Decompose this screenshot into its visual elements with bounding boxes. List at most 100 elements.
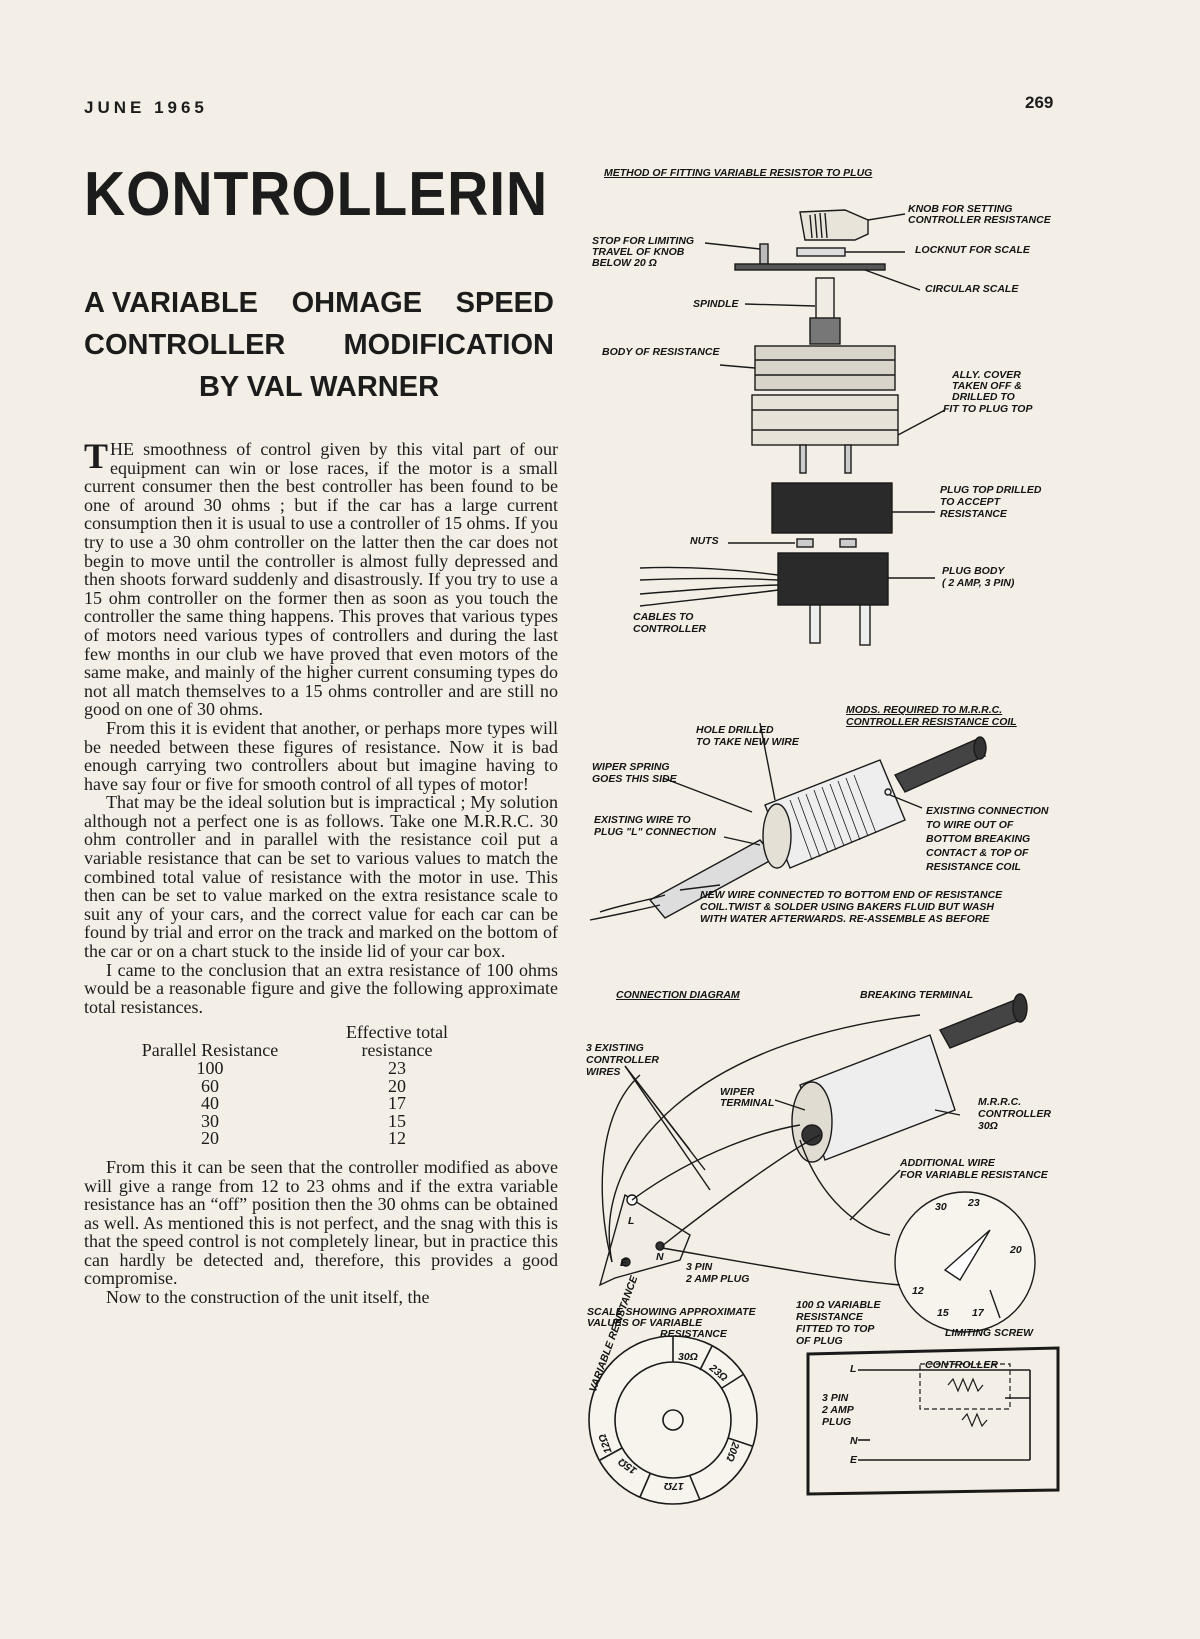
label-stop: BELOW 20 Ω [592, 257, 657, 269]
label-variable-resistance: 100 Ω VARIABLE [796, 1299, 881, 1311]
label-hole: HOLE DRILLED [696, 724, 774, 736]
label-cables: CONTROLLER [633, 623, 706, 635]
label-spindle: SPINDLE [693, 298, 739, 310]
label-new-wire: COIL.TWIST & SOLDER USING BAKERS FLUID B… [700, 901, 994, 913]
header-line: resistance [361, 1040, 433, 1061]
label-limiting-screw: LIMITING SCREW [945, 1327, 1034, 1339]
scale-tick: 20Ω [723, 1440, 742, 1464]
scale-arc-label: VARIABLE RESISTANCE [587, 1274, 641, 1394]
paragraph: From this it can be seen that the contro… [84, 1156, 558, 1289]
label-plug: 3 PIN [686, 1261, 713, 1273]
label-plug-top: RESISTANCE [940, 508, 1007, 520]
label-mrrc-controller: 30Ω [978, 1120, 998, 1132]
label-existing-wire: EXISTING WIRE TO [594, 814, 691, 826]
byline: BY VAL WARNER [198, 371, 440, 403]
label-cover: ALLY. COVER [952, 369, 1021, 381]
schematic-pin: L [850, 1363, 857, 1375]
label-plug-top: PLUG TOP DRILLED [940, 484, 1042, 496]
paragraph-text: HE smoothness of control given by this v… [84, 439, 558, 720]
label-existing-wires: CONTROLLER [586, 1054, 659, 1066]
label-plug-top: TO ACCEPT [940, 496, 1001, 508]
coil-mods-title: CONTROLLER RESISTANCE COIL [846, 716, 1017, 728]
parallel-resistance-cell: 60 [201, 1075, 219, 1096]
schematic-pin: E [850, 1454, 858, 1466]
table-header: Parallel Resistance [141, 1040, 279, 1061]
schematic-controller-label: CONTROLLER [925, 1359, 998, 1371]
coil-mods-title: MODS. REQUIRED TO M.R.R.C. [846, 704, 1003, 716]
scale-title: SCALE SHOWING APPROXIMATE [587, 1306, 756, 1318]
label-circular-scale: CIRCULAR SCALE [925, 283, 1019, 295]
table-row: 60 20 [124, 1075, 498, 1096]
scale-tick: 12Ω [596, 1432, 615, 1456]
label-cover: DRILLED TO [952, 391, 1015, 403]
label-stop: TRAVEL OF KNOB [592, 246, 685, 258]
paragraph: I came to the conclusion that an extra r… [84, 959, 558, 1017]
table-row: 100 23 [124, 1060, 498, 1078]
header-line: Effective total [345, 1022, 449, 1043]
pin-label: E [620, 1257, 628, 1269]
effective-resistance-cell: 12 [388, 1128, 406, 1149]
label-hole: TO TAKE NEW WIRE [696, 736, 799, 748]
label-plug: 2 AMP PLUG [686, 1273, 750, 1285]
label-variable-resistance: FITTED TO TOP [796, 1323, 875, 1335]
fitting-diagram-title: METHOD OF FITTING VARIABLE RESISTOR TO P… [604, 167, 873, 179]
subtitle-word: MODIFICATION [343, 329, 555, 361]
page-number: 269 [1025, 93, 1054, 112]
dial-value: 20 [1010, 1244, 1022, 1256]
parallel-resistance-cell: 40 [201, 1093, 219, 1114]
label-plug-body: ( 2 AMP, 3 PIN) [942, 577, 1015, 589]
effective-resistance-cell: 23 [388, 1058, 406, 1079]
label-mrrc-controller: M.R.R.C. [978, 1096, 1022, 1108]
label-existing-connection: CONTACT & TOP OF [926, 847, 1029, 859]
subtitle-word: SPEED [455, 287, 554, 319]
dial-value: 23 [968, 1197, 980, 1209]
effective-resistance-cell: 20 [388, 1075, 406, 1096]
label-body: BODY OF RESISTANCE [602, 346, 720, 358]
label-existing-connection: RESISTANCE COIL [926, 861, 1021, 873]
label-existing-wire: PLUG "L" CONNECTION [594, 826, 716, 838]
subtitle-word: CONTROLLER [84, 329, 286, 361]
article-title: KONTROLLERIN [84, 160, 549, 229]
drop-cap: T [84, 436, 109, 476]
label-new-wire: NEW WIRE CONNECTED TO BOTTOM END OF RESI… [700, 889, 1003, 901]
label-existing-wires: WIRES [586, 1066, 621, 1078]
label-existing-connection: EXISTING CONNECTION [926, 805, 1049, 817]
label-breaking-terminal: BREAKING TERMINAL [860, 989, 974, 1001]
label-variable-resistance: OF PLUG [796, 1335, 843, 1347]
dial-value: 15 [937, 1307, 949, 1319]
label-additional-wire: FOR VARIABLE RESISTANCE [900, 1169, 1048, 1181]
pin-label: N [656, 1251, 664, 1263]
label-locknut: LOCKNUT FOR SCALE [915, 244, 1030, 256]
dial-value: 12 [912, 1285, 924, 1297]
label-cover: FIT TO PLUG TOP [943, 403, 1033, 415]
label-existing-connection: BOTTOM BREAKING [926, 833, 1031, 845]
parallel-resistance-cell: 30 [201, 1110, 219, 1131]
label-additional-wire: ADDITIONAL WIRE [900, 1157, 995, 1169]
subtitle-word: OHMAGE [291, 287, 423, 319]
parallel-resistance-cell: 100 [196, 1058, 224, 1079]
effective-resistance-cell: 17 [388, 1093, 406, 1114]
paragraph: From this it is evident that another, or… [84, 717, 558, 794]
label-wiper-spring: GOES THIS SIDE [592, 773, 677, 785]
table-row: 40 17 [124, 1095, 498, 1113]
label-wiper-spring: WIPER SPRING [592, 761, 670, 773]
scale-title: VALUES OF VARIABLE [587, 1317, 703, 1329]
schematic-plug-label: PLUG [822, 1416, 852, 1428]
label-nuts: NUTS [690, 535, 719, 547]
label-existing-connection: TO WIRE OUT OF [926, 819, 1014, 831]
issue-date: JUNE 1965 [84, 98, 208, 117]
label-cables: CABLES TO [633, 611, 694, 623]
schematic-plug-label: 2 AMP [822, 1404, 854, 1416]
label-mrrc-controller: CONTROLLER [978, 1108, 1051, 1120]
paragraph: That may be the ideal solution but is im… [84, 792, 558, 962]
scale-tick: 30Ω [678, 1351, 698, 1363]
label-knob: KNOB FOR SETTING [908, 203, 1013, 215]
label-variable-resistance: RESISTANCE [796, 1311, 863, 1323]
